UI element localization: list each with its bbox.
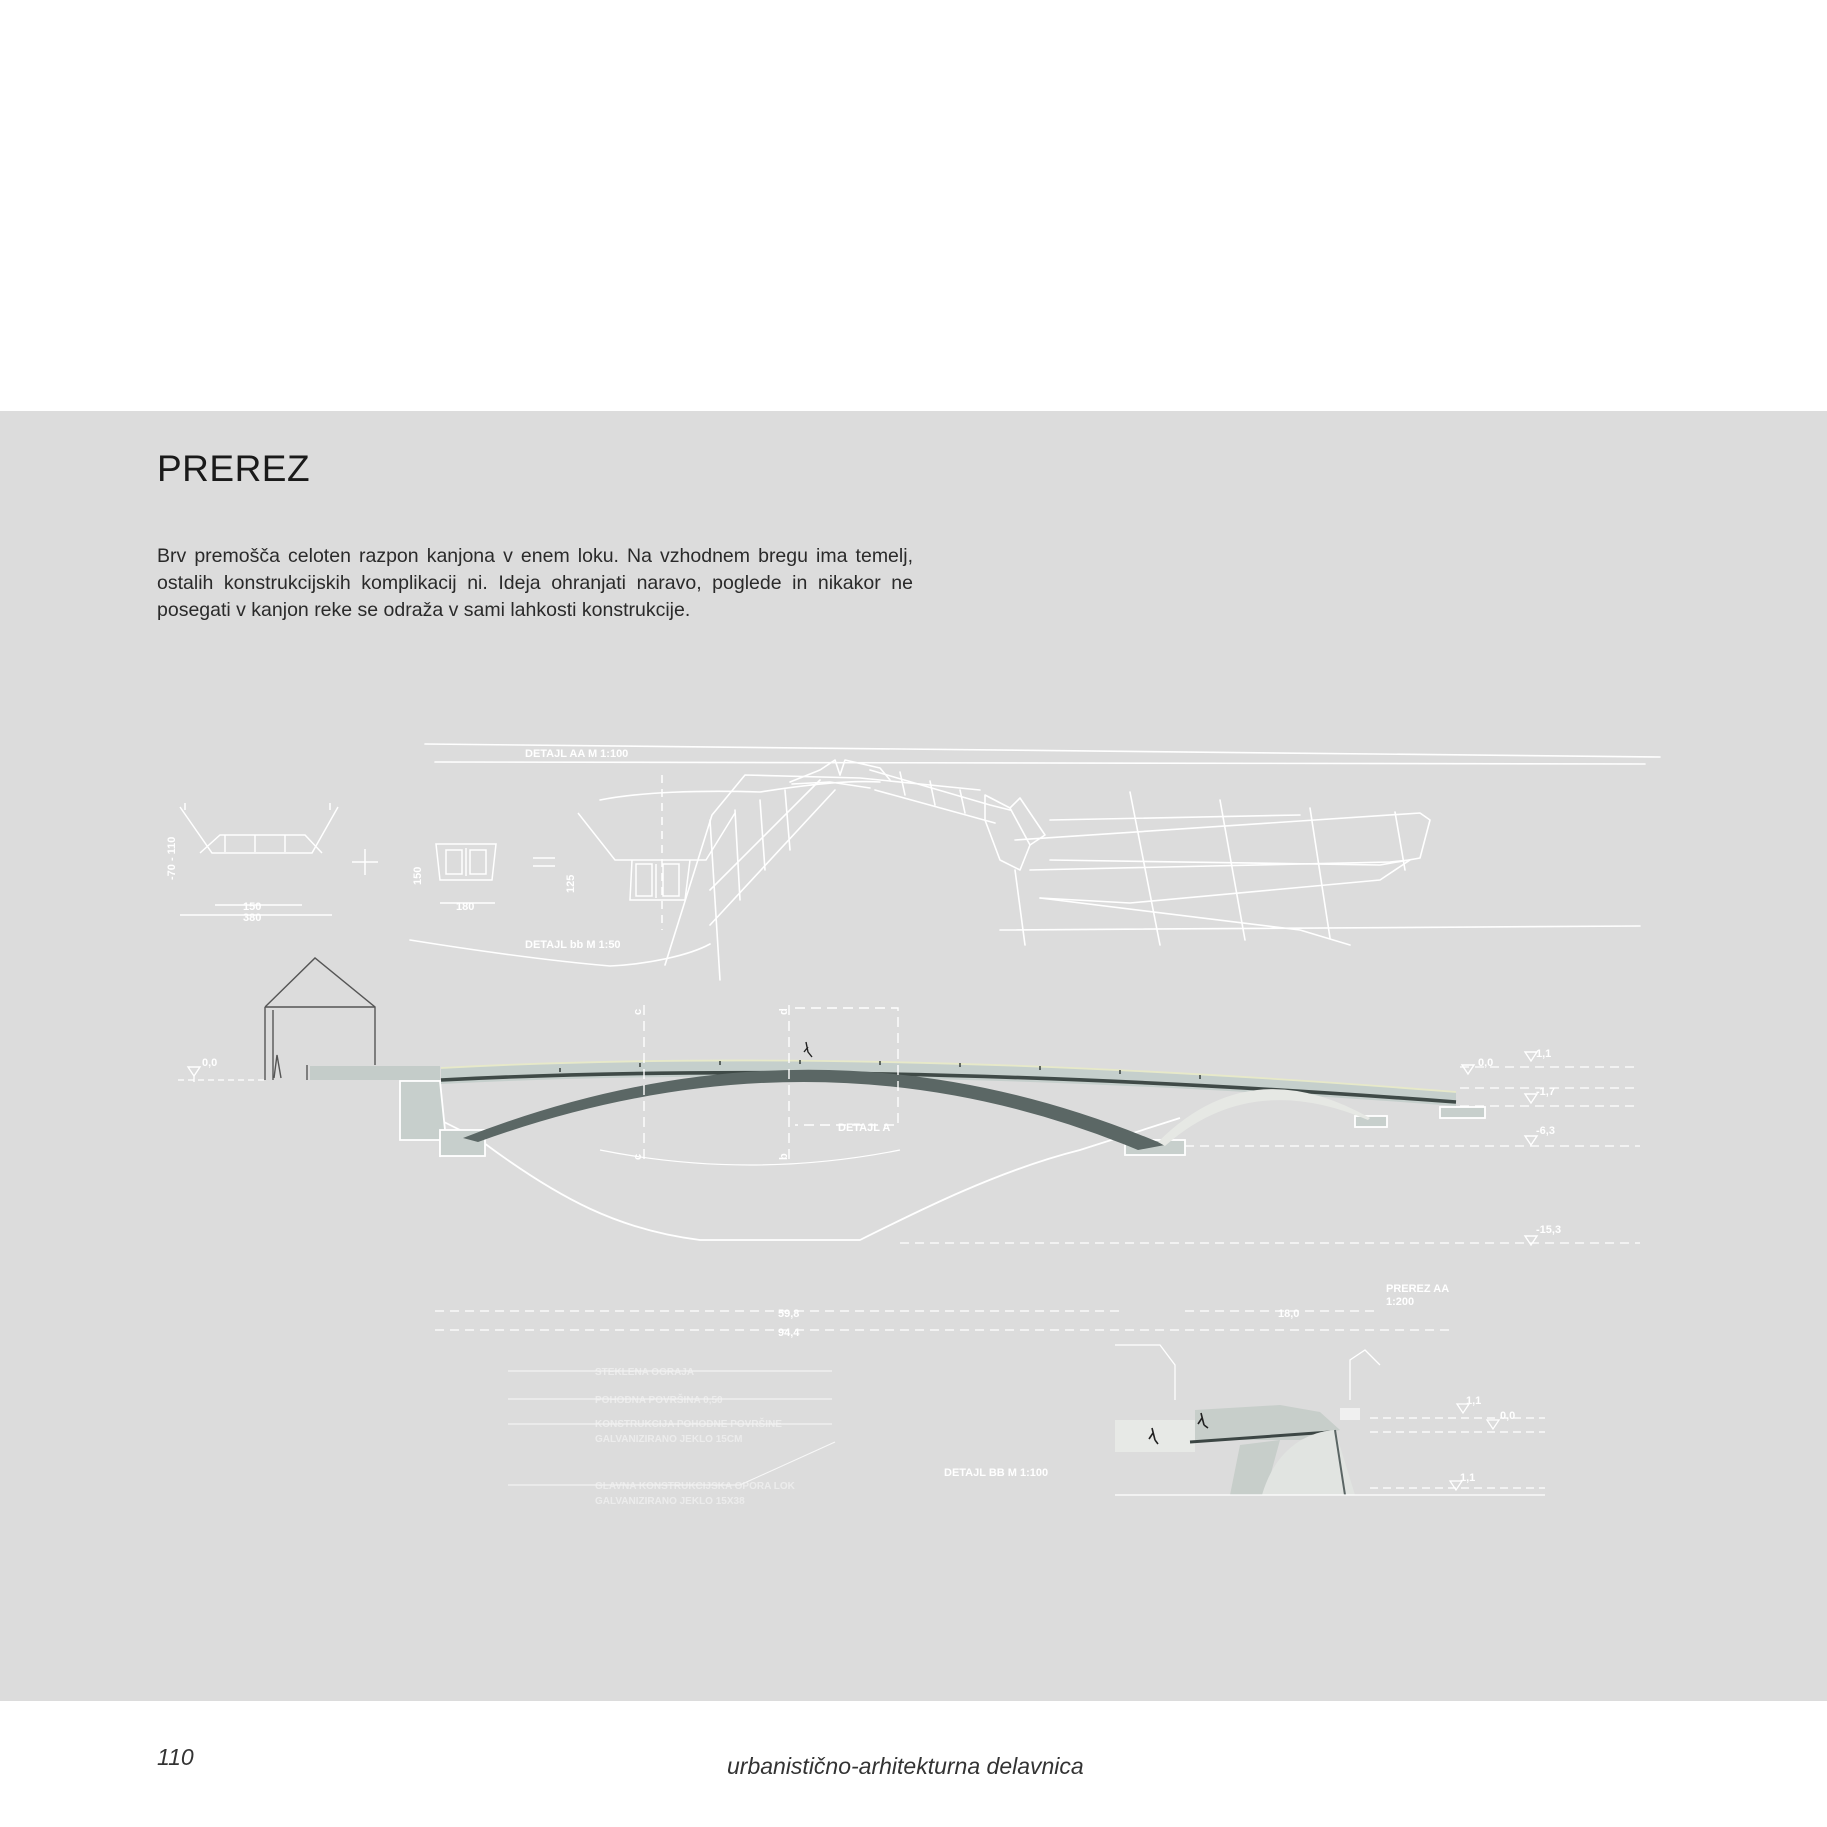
bridge-supports <box>399 1080 1486 1158</box>
cs2-height-label: 150 <box>412 867 424 885</box>
legend-item-4-sub: GALVANIZIRANO JEKLO 15X38 <box>595 1496 745 1507</box>
level-minus-15-label: -15,3 <box>1536 1224 1561 1236</box>
bb-person-1 <box>1197 1412 1209 1429</box>
legend-item-3: KONSTRUKCIJA POHODNE POVRŠINE <box>595 1417 782 1430</box>
level-plus-label: 1,1 <box>1536 1048 1551 1060</box>
detail-bb-label: DETAJL BB M 1:100 <box>944 1467 1048 1479</box>
span-main-label: 59,8 <box>778 1308 799 1320</box>
perspective-sketch <box>409 743 1661 981</box>
deck-ticks <box>559 1060 1201 1079</box>
level-labels: 0,0 0,0 1,1 -1,7 -6,3 -15,3 <box>202 1048 1561 1236</box>
cut-d-top: d <box>778 1008 790 1015</box>
cs3-height-label: 125 <box>565 875 577 893</box>
cross-section-diagrams <box>179 775 736 930</box>
cut-labels: c d c b DETAJL A <box>632 1008 890 1160</box>
bridge-arches <box>463 1069 1370 1150</box>
cut-b-bottom: b <box>778 1153 790 1160</box>
span-right-label: 18,0 <box>1278 1308 1299 1320</box>
dimension-labels: 59,8 18,0 94,4 PREREZ AA 1:200 <box>778 1283 1449 1339</box>
level-left-label: 0,0 <box>202 1057 217 1069</box>
bb-level-1-label: 1,1 <box>1466 1395 1481 1407</box>
bb-level-0-label: 0,0 <box>1500 1410 1515 1422</box>
level-minus-1-label: -1,7 <box>1536 1086 1555 1098</box>
legend-item-2: POHODNA POVRŠINA 0,50 <box>595 1393 723 1406</box>
cut-lines <box>643 1005 899 1160</box>
detail-bb-top-label: DETAJL bb M 1:50 <box>525 939 621 951</box>
material-legend: STEKLENA OGRAJA POHODNA POVRŠINA 0,50 KO… <box>508 1367 836 1507</box>
cs1-height-label: -70 - 110 <box>166 837 178 880</box>
legend-item-1: STEKLENA OGRAJA <box>595 1367 694 1378</box>
level-zero-right-label: 0,0 <box>1478 1057 1493 1069</box>
drawing-panel <box>0 411 1827 1701</box>
intro-paragraph: Brv premošča celoten razpon kanjona v en… <box>157 545 913 621</box>
legend-item-4: GLAVNA KONSTRUKCIJSKA OPORA LOK <box>595 1481 796 1492</box>
cs2-width-label: 180 <box>456 901 474 913</box>
level-markers <box>186 1051 1539 1247</box>
cs1-inner-label: 150 <box>243 901 261 913</box>
legend-item-3-sub: GALVANIZIRANO JEKLO 15CM <box>595 1434 742 1445</box>
bb-level-lower-label: 1,1 <box>1460 1472 1475 1484</box>
detail-aa-label: DETAJL AA M 1:100 <box>525 748 628 760</box>
detail-a-label: DETAJL A <box>838 1122 890 1134</box>
cs1-outer-label: 380 <box>243 912 261 924</box>
house-outline <box>264 957 376 1080</box>
level-minus-6-label: -6,3 <box>1536 1125 1555 1137</box>
page-title: PREREZ <box>157 448 311 489</box>
section-aa-scale-label: 1:200 <box>1386 1296 1414 1308</box>
detail-bb: DETAJL BB M 1:100 1,1 0,0 1,1 <box>944 1344 1545 1496</box>
person-figure <box>803 1041 813 1058</box>
footer-title: urbanistično-arhitekturna delavnica <box>727 1753 1084 1779</box>
page-number: 110 <box>157 1744 194 1770</box>
section-aa-label: PREREZ AA <box>1386 1283 1449 1295</box>
span-total-label: 94,4 <box>778 1327 800 1339</box>
bb-person-2 <box>1148 1427 1159 1445</box>
level-lines <box>435 1066 1640 1331</box>
cut-c-bottom: c <box>632 1154 644 1160</box>
bridge-section: 0,0 0,0 1,1 -1,7 -6,3 -15,3 c d c b DETA… <box>178 957 1640 1339</box>
cross-section-labels: -70 - 110 150 380 150 180 125 DETAJL AA … <box>166 748 628 951</box>
cut-c-top: c <box>632 1009 644 1015</box>
